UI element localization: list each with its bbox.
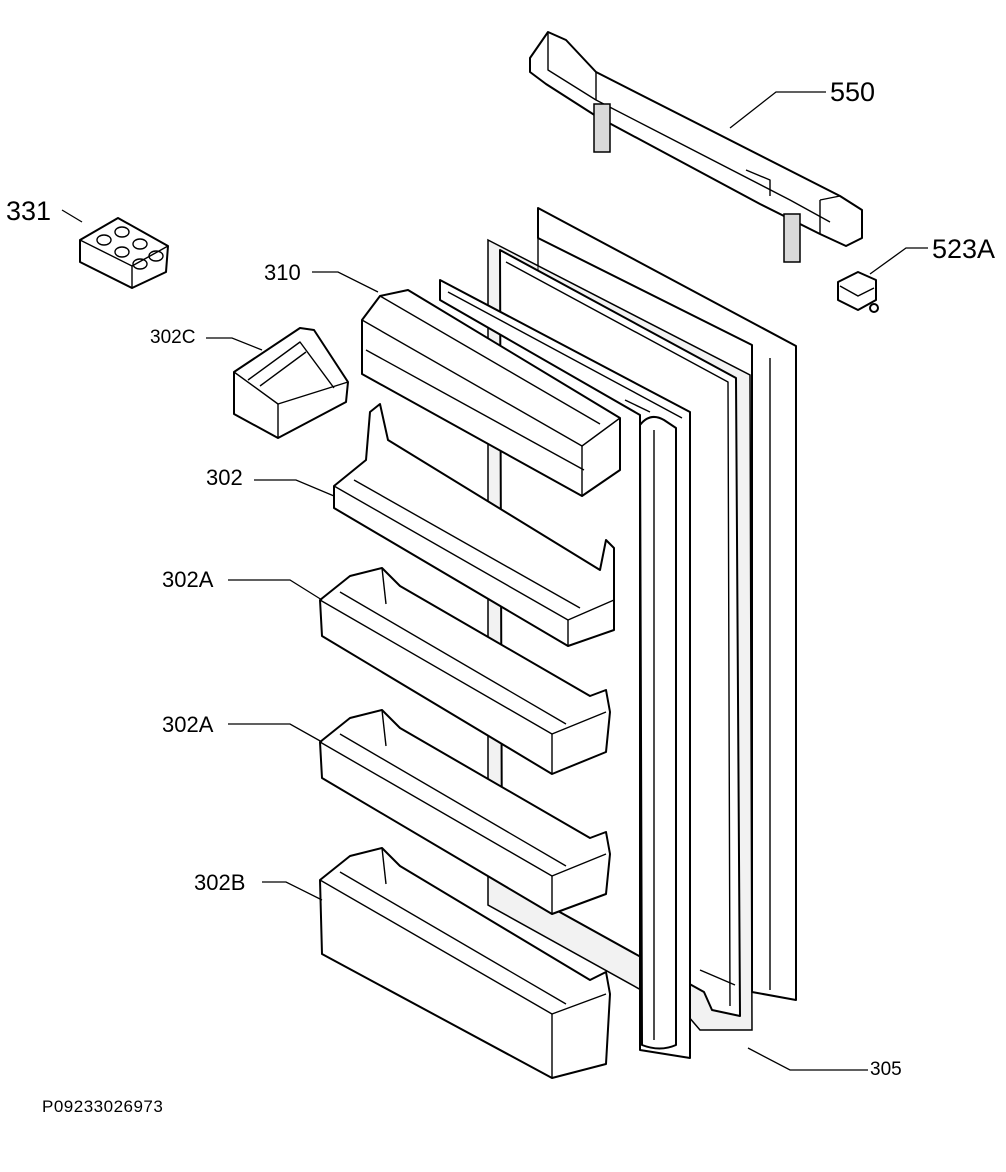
door-shelf-302 — [333, 403, 615, 647]
part-label-302a-lower: 302A — [162, 712, 214, 737]
part-label-550: 550 — [830, 77, 876, 107]
small-door-box — [233, 327, 349, 439]
door-shelf-302b — [319, 847, 611, 1079]
door-shelf-302a-upper — [319, 567, 611, 775]
hinge-bush — [837, 271, 879, 313]
door-inner-liner — [439, 279, 691, 1059]
part-label-302a-upper: 302A — [162, 567, 214, 592]
door-gasket — [487, 238, 753, 1031]
drawing-code: P09233026973 — [42, 1097, 164, 1116]
part-label-310: 310 — [264, 260, 301, 285]
part-label-305: 305 — [870, 1059, 902, 1080]
leader-lines — [61, 91, 928, 1071]
part-label-302b: 302B — [194, 870, 246, 895]
top-hinge-bracket — [529, 31, 863, 263]
egg-tray — [79, 217, 169, 289]
part-label-302: 302 — [206, 465, 243, 490]
door-shelf-302a-lower — [319, 709, 611, 915]
part-label-331: 331 — [6, 196, 52, 226]
part-label-302c: 302C — [150, 327, 196, 348]
part-label-523a: 523A — [932, 234, 996, 264]
dairy-compartment — [361, 289, 621, 497]
